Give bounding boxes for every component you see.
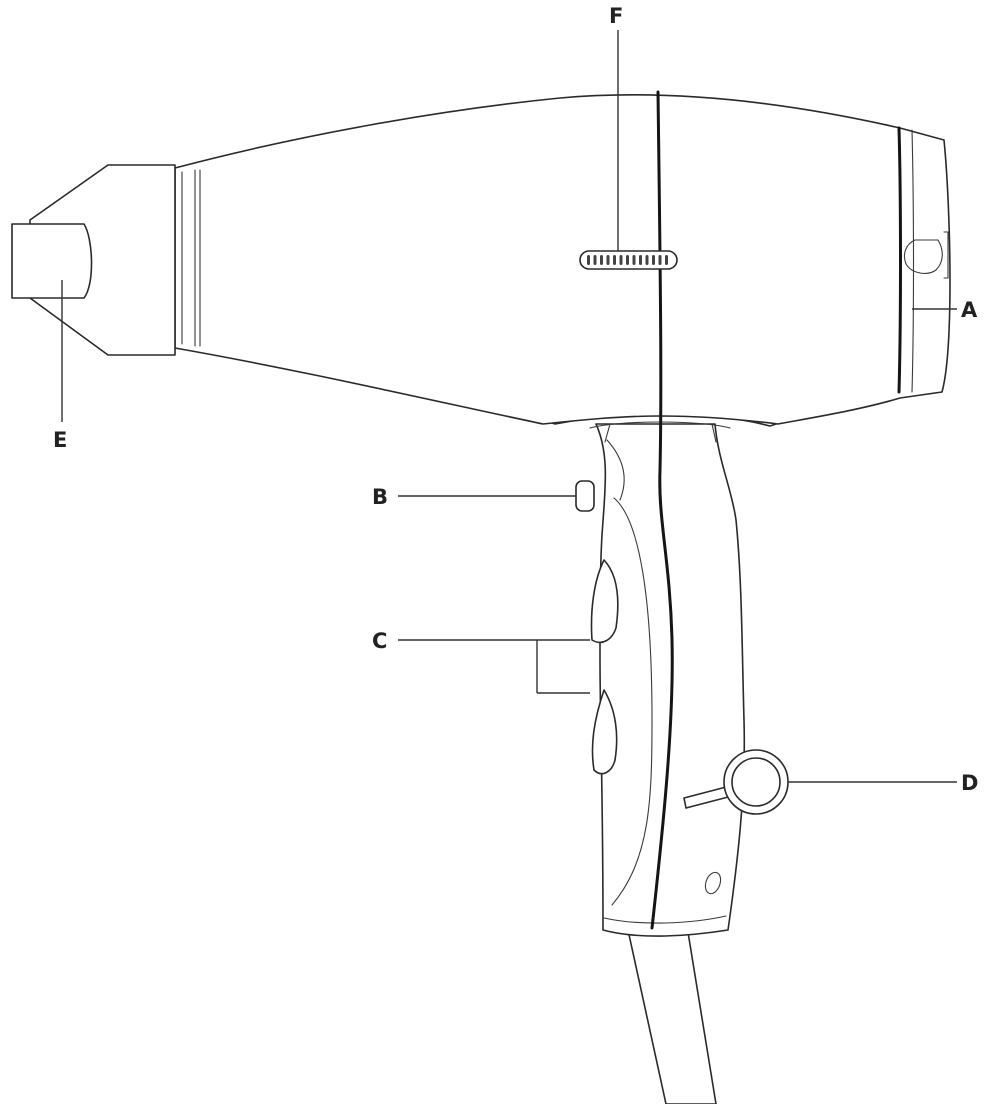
callout-b: B [372, 485, 388, 509]
leader-c [398, 639, 590, 694]
rear-control-tab [903, 239, 943, 274]
grille-slot [619, 255, 623, 265]
cool-shot-button [575, 480, 595, 512]
callout-labels: A B C D E F [53, 4, 978, 795]
leader-lines [61, 30, 957, 783]
grille-slot [587, 255, 590, 265]
dryer-body [174, 90, 951, 930]
hang-hole [704, 871, 722, 895]
handle [595, 423, 746, 937]
callout-f: F [609, 4, 623, 28]
center-seam [650, 90, 674, 930]
callout-a: A [961, 298, 978, 322]
grille-slot [632, 255, 636, 265]
rear-seam [897, 126, 902, 394]
grille-slot [593, 255, 597, 265]
handle-grip-edge [606, 439, 625, 501]
grille-slot [606, 255, 610, 265]
callout-e: E [53, 428, 67, 452]
grille-slot [645, 255, 649, 265]
grille-slot [613, 255, 616, 265]
grille-slot [600, 255, 603, 265]
nozzle-tip [11, 223, 93, 299]
grille-slot [665, 255, 668, 265]
rocker-switches [590, 559, 619, 775]
grille-slot [652, 255, 655, 265]
handle-inner-contour [611, 497, 653, 906]
callout-d: D [961, 771, 978, 795]
grille-slot [658, 255, 662, 265]
nozzle [11, 164, 176, 356]
hanging-loop [683, 749, 789, 815]
power-cord [627, 919, 717, 1104]
grille-slots [587, 255, 668, 265]
grille-slider [579, 250, 678, 270]
callout-c: C [372, 629, 387, 653]
grille-slot [626, 255, 629, 265]
grille-slot [639, 255, 642, 265]
